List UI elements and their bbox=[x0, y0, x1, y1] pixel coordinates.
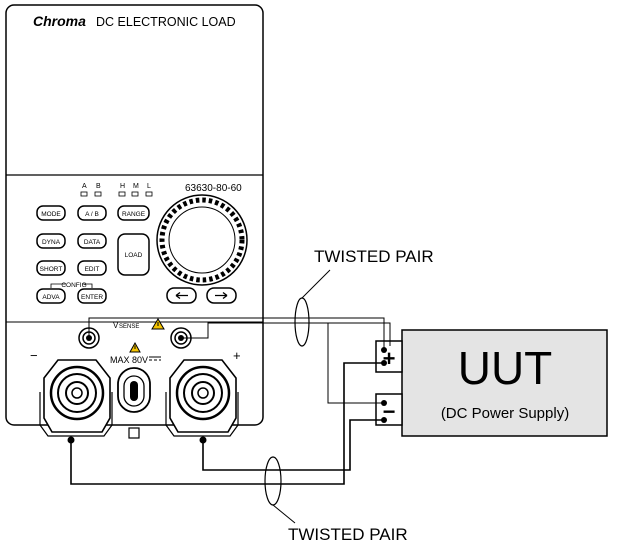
dot-minus-terminal bbox=[67, 436, 75, 444]
dyna-button[interactable]: DYNA bbox=[36, 233, 66, 249]
brand-logo: Chroma bbox=[33, 13, 86, 29]
adva-button-label: ADVA bbox=[42, 294, 60, 301]
ab-button-label: A / B bbox=[85, 211, 99, 218]
indicator-b-label: B bbox=[96, 183, 101, 190]
dot-uut-plus-sense bbox=[381, 347, 387, 353]
main-plus-terminal[interactable] bbox=[165, 359, 239, 437]
twisted-pair-bottom-label: TWISTED PAIR bbox=[288, 525, 408, 544]
load-button-label: LOAD bbox=[125, 252, 143, 259]
dyna-button-label: DYNA bbox=[42, 239, 61, 246]
dot-uut-minus-sense bbox=[381, 400, 387, 406]
twisted-pair-top-leader bbox=[301, 269, 331, 299]
left-arrow-icon bbox=[175, 291, 188, 300]
adva-button[interactable]: ADVA bbox=[36, 288, 66, 304]
right-arrow-button[interactable] bbox=[206, 287, 237, 304]
uut-subtitle: (DC Power Supply) bbox=[441, 405, 569, 422]
edit-button[interactable]: EDIT bbox=[77, 260, 107, 276]
indicator-b-led bbox=[94, 191, 102, 197]
enter-button[interactable]: ENTER bbox=[77, 288, 107, 304]
indicator-m-label: M bbox=[133, 183, 139, 190]
short-button-label: SHORT bbox=[40, 266, 63, 273]
left-arrow-button[interactable] bbox=[166, 287, 197, 304]
short-button[interactable]: SHORT bbox=[36, 260, 66, 276]
model-number: 63630-80-60 bbox=[185, 183, 242, 194]
twisted-pair-top-label: TWISTED PAIR bbox=[314, 247, 434, 266]
enter-button-label: ENTER bbox=[81, 294, 103, 301]
indicator-a-led bbox=[80, 191, 88, 197]
sense-wires bbox=[88, 297, 391, 404]
indicator-l-led bbox=[145, 191, 153, 197]
wire-connection-dots bbox=[67, 347, 387, 444]
config-label: CONFIG bbox=[61, 282, 86, 289]
sense-wire-to-uut-minus bbox=[327, 323, 384, 404]
mode-button[interactable]: MODE bbox=[36, 205, 66, 221]
power-wire-plus-to-uut-minus bbox=[202, 419, 384, 471]
indicator-m-led bbox=[131, 191, 139, 197]
device-minus-label: − bbox=[30, 348, 38, 363]
data-button[interactable]: DATA bbox=[77, 233, 107, 249]
electronic-load-device: Chroma DC ELECTRONIC LOAD 63630-80-60 A … bbox=[5, 4, 264, 439]
indicator-h-led bbox=[118, 191, 126, 197]
edit-button-label: EDIT bbox=[85, 266, 100, 273]
display-window bbox=[24, 44, 246, 172]
dc-symbol-icon bbox=[149, 356, 161, 361]
ab-button[interactable]: A / B bbox=[77, 205, 107, 221]
data-button-label: DATA bbox=[84, 239, 101, 246]
indicator-l-label: L bbox=[147, 183, 151, 190]
uut-title: UUT bbox=[458, 342, 553, 394]
twisted-pair-bottom-leader bbox=[272, 504, 296, 524]
device-plus-label: + bbox=[233, 348, 241, 363]
indicator-a-label: A bbox=[82, 183, 87, 190]
mode-button-label: MODE bbox=[41, 211, 61, 218]
vsense-v-label: V bbox=[113, 321, 119, 330]
sense-wire-plus-a bbox=[181, 322, 391, 346]
twisted-pair-bottom-marker bbox=[264, 456, 282, 506]
rotary-knob[interactable] bbox=[156, 194, 248, 286]
main-minus-terminal[interactable] bbox=[39, 359, 113, 437]
max-voltage-label: MAX 80V bbox=[110, 355, 148, 365]
right-arrow-icon bbox=[215, 291, 228, 300]
vsense-sub-label: SENSE bbox=[119, 324, 139, 330]
uut-plus-terminal: + bbox=[375, 340, 403, 373]
warning-icon bbox=[151, 318, 165, 330]
dot-uut-plus-power bbox=[381, 360, 387, 366]
device-title: DC ELECTRONIC LOAD bbox=[96, 15, 236, 29]
range-button-label: RANGE bbox=[122, 211, 146, 218]
twisted-pair-top-marker bbox=[294, 297, 310, 347]
max-voltage-warning-icon bbox=[129, 341, 141, 353]
sense-wire-minus-path bbox=[88, 317, 385, 350]
dot-plus-terminal bbox=[199, 436, 207, 444]
uut-box: UUT (DC Power Supply) bbox=[401, 329, 608, 437]
center-safety-slot bbox=[117, 367, 151, 413]
power-wire-minus-to-uut-plus bbox=[70, 362, 384, 485]
dot-uut-minus-power bbox=[381, 417, 387, 423]
config-bracket: CONFIG bbox=[50, 282, 93, 289]
indicator-h-label: H bbox=[120, 183, 125, 190]
load-button[interactable]: LOAD bbox=[117, 233, 150, 276]
range-button[interactable]: RANGE bbox=[117, 205, 150, 221]
bottom-screw bbox=[128, 427, 140, 439]
